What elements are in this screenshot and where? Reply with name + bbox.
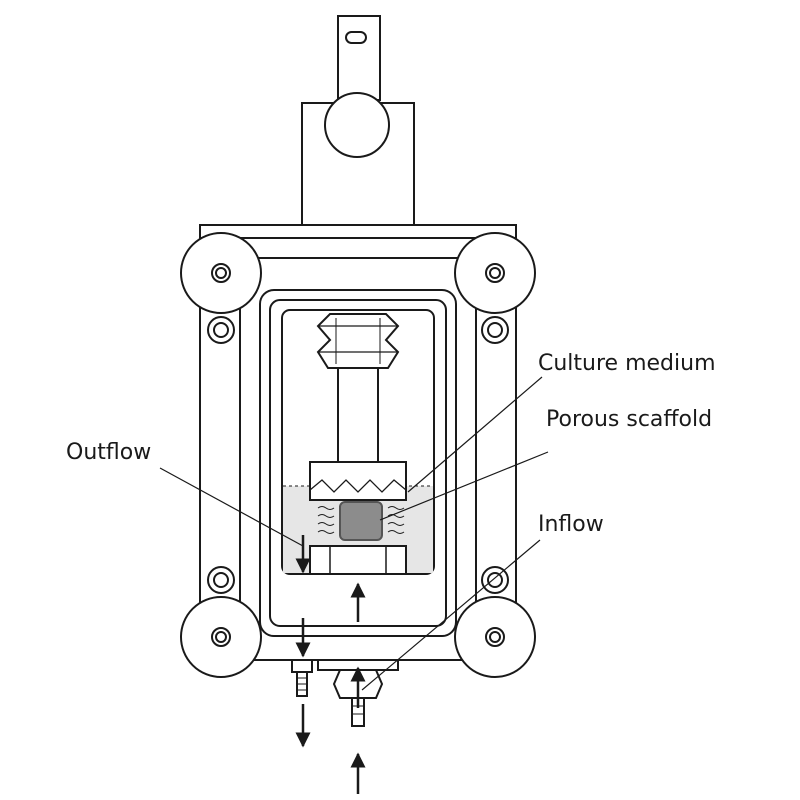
corner-roller-bl bbox=[180, 596, 262, 678]
window-frame-outer bbox=[259, 289, 457, 637]
compression-plate bbox=[309, 461, 407, 501]
medium-waves bbox=[317, 506, 405, 534]
leader-outflow bbox=[159, 467, 304, 547]
corner-roller-tr bbox=[454, 232, 536, 314]
porous-scaffold bbox=[339, 501, 383, 541]
pivot-knob bbox=[324, 92, 390, 158]
mounting-tab bbox=[337, 15, 381, 101]
base-platform bbox=[309, 545, 407, 575]
label-inflow: Inflow bbox=[538, 512, 604, 537]
corner-roller-br bbox=[454, 596, 536, 678]
corner-roller-tl bbox=[180, 232, 262, 314]
piston-shaft bbox=[337, 367, 379, 463]
piston-bellows bbox=[316, 313, 400, 369]
label-outflow: Outflow bbox=[66, 440, 152, 465]
housing-top-plate bbox=[199, 224, 517, 238]
screw-tr bbox=[481, 316, 509, 344]
label-porous-scaffold: Porous scaffold bbox=[546, 407, 713, 432]
screw-tl bbox=[207, 316, 235, 344]
leader-inflow bbox=[361, 539, 541, 691]
leader-porous-scaffold bbox=[379, 451, 549, 521]
screw-br bbox=[481, 566, 509, 594]
plate-zigzag bbox=[309, 479, 407, 493]
leader-culture-medium bbox=[407, 376, 543, 493]
screw-bl bbox=[207, 566, 235, 594]
label-culture-medium: Culture medium bbox=[538, 351, 716, 376]
window-frame-inner bbox=[269, 299, 447, 627]
outflow-fitting bbox=[291, 659, 313, 697]
